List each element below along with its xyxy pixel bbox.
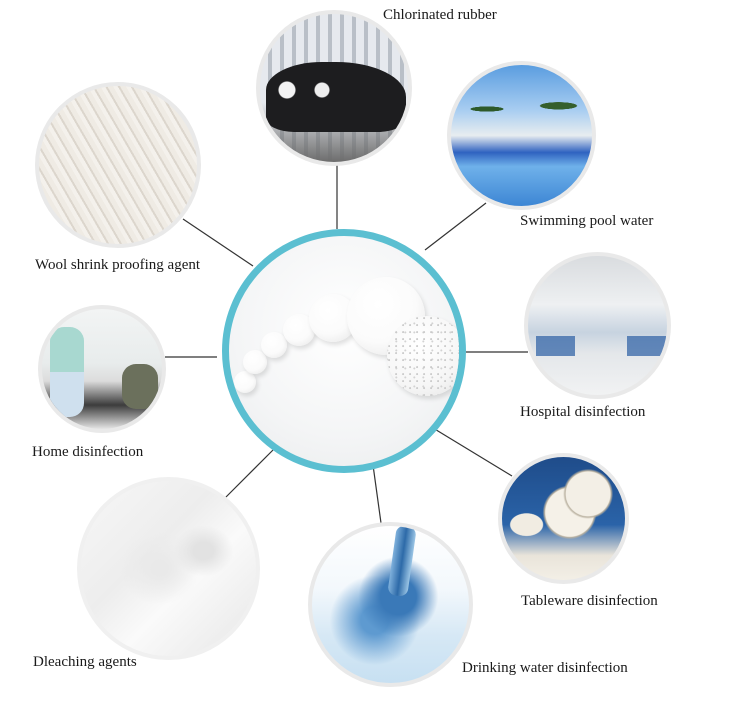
center-tablets-image xyxy=(222,229,466,473)
label-swimming-pool: Swimming pool water xyxy=(520,213,654,229)
image-wool xyxy=(35,82,201,248)
image-chlorinated-rubber xyxy=(256,10,412,166)
water-stream xyxy=(387,526,417,598)
label-chlorinated-rubber: Chlorinated rubber xyxy=(383,7,497,23)
tablet xyxy=(261,332,287,358)
person-woman xyxy=(50,327,84,417)
palm-trees xyxy=(461,93,591,125)
label-tableware: Tableware disinfection xyxy=(521,593,658,609)
label-bleaching: Dleaching agents xyxy=(33,654,137,670)
image-hospital xyxy=(524,252,671,399)
label-wool: Wool shrink proofing agent xyxy=(35,257,201,273)
image-home xyxy=(38,305,166,433)
label-drinking-water: Drinking water disinfection xyxy=(462,660,628,676)
image-swimming-pool xyxy=(447,61,596,210)
image-tableware xyxy=(498,453,629,584)
label-home: Home disinfection xyxy=(32,444,144,460)
speckled-tablet xyxy=(387,316,459,396)
person-man xyxy=(122,364,158,409)
image-bleaching xyxy=(77,477,260,660)
tablet xyxy=(243,350,267,374)
tablet xyxy=(234,371,256,393)
image-drinking-water xyxy=(308,522,473,687)
cows-shape xyxy=(266,62,406,132)
label-hospital: Hospital disinfection xyxy=(520,404,646,420)
hospital-counters xyxy=(536,336,666,356)
